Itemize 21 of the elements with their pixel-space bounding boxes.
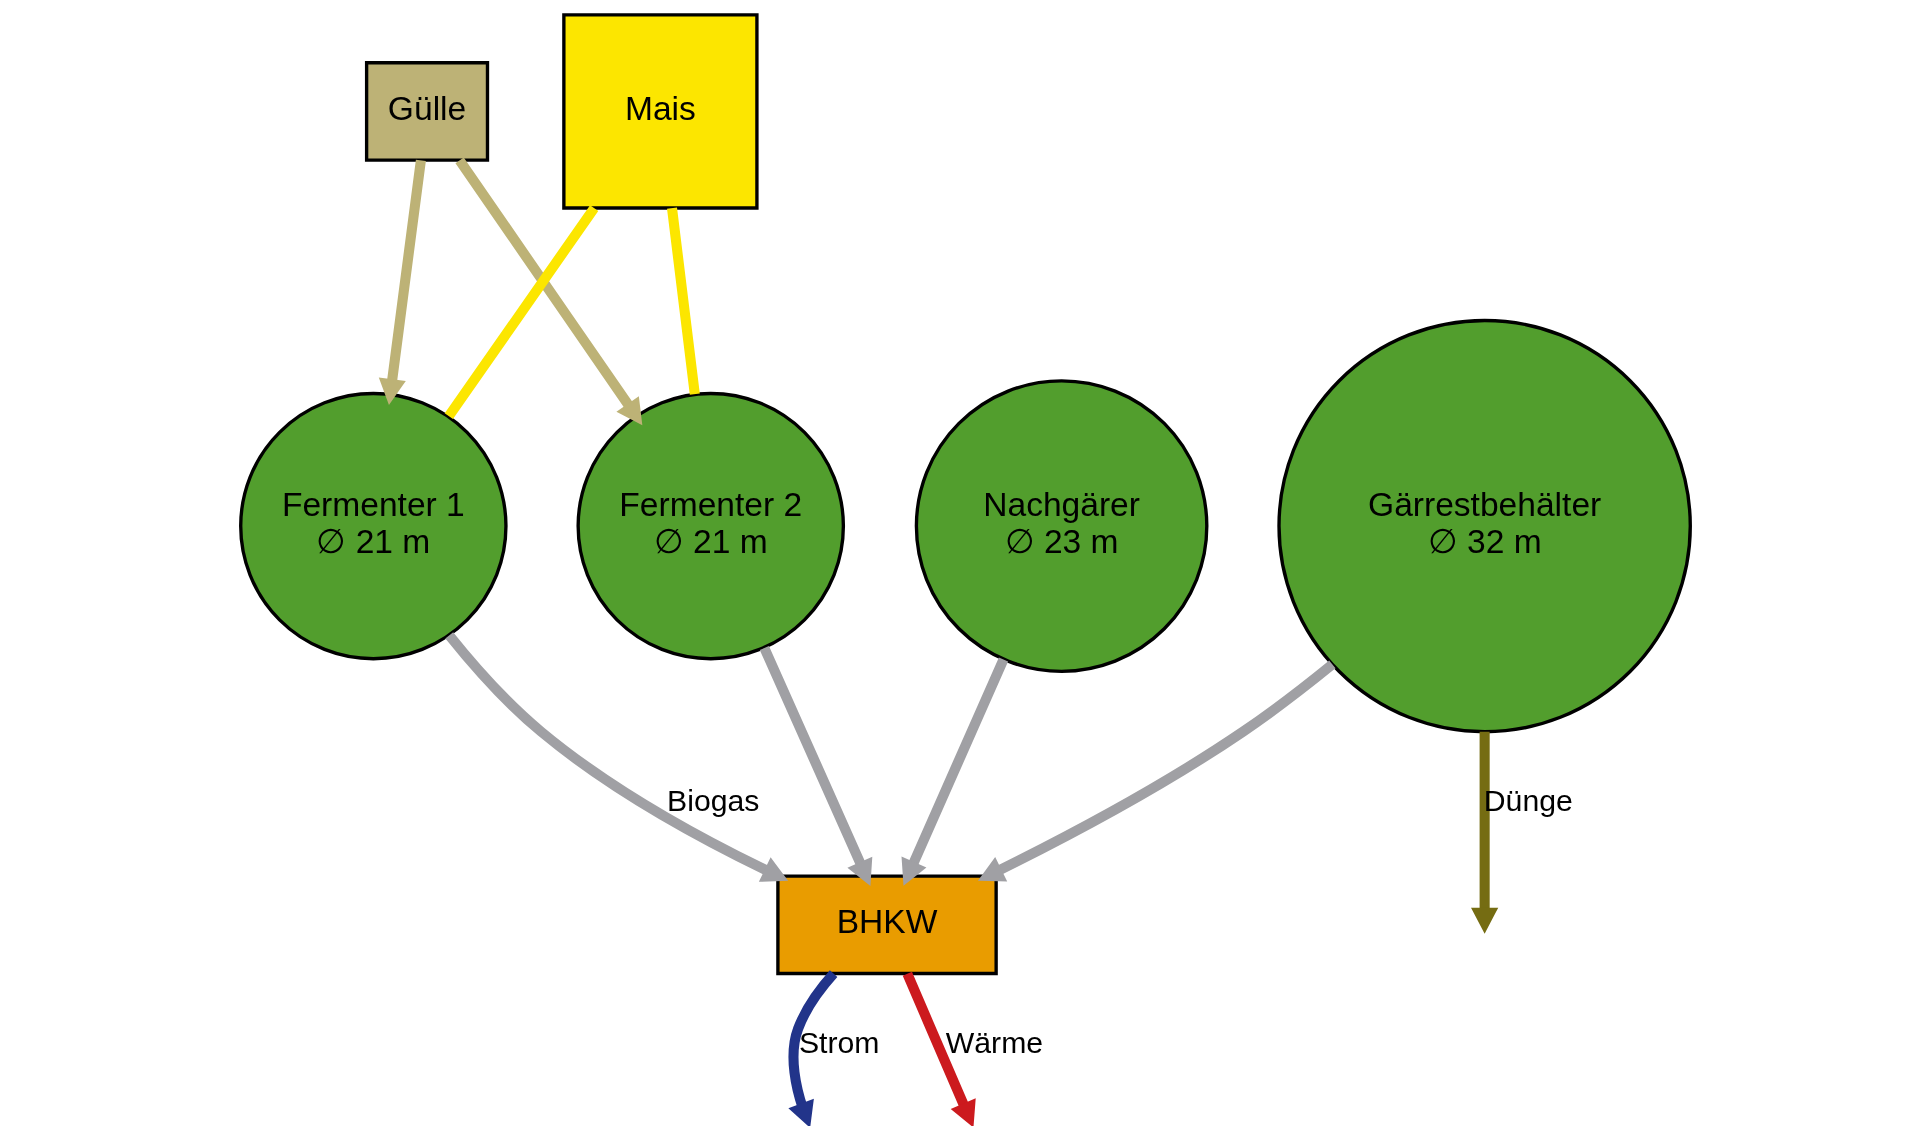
- node-box: Mais: [562, 13, 759, 210]
- arrow: [977, 660, 1336, 882]
- arrow: [378, 159, 426, 405]
- node-circle: Fermenter 2 ∅ 21 m: [576, 391, 846, 661]
- node-circle: Nachgärer ∅ 23 m: [914, 379, 1209, 673]
- edge-label: Biogas: [667, 784, 760, 818]
- node-circle: Gärrestbehälter ∅ 32 m: [1277, 318, 1692, 734]
- node-box: Gülle: [364, 61, 490, 162]
- edge-label: Wärme: [945, 1026, 1044, 1060]
- node-circle: Fermenter 1 ∅ 21 m: [239, 391, 508, 661]
- arrow: [1471, 731, 1499, 934]
- edge-label: Strom: [798, 1026, 880, 1060]
- node-box: BHKW: [776, 874, 998, 976]
- arrow: [788, 970, 838, 1126]
- arrow: [902, 971, 976, 1126]
- arrow: [901, 657, 1009, 886]
- arrow: [445, 632, 789, 882]
- arrow: [759, 645, 873, 886]
- arrow: [455, 157, 643, 426]
- connector: [444, 205, 599, 420]
- connector: [667, 207, 700, 395]
